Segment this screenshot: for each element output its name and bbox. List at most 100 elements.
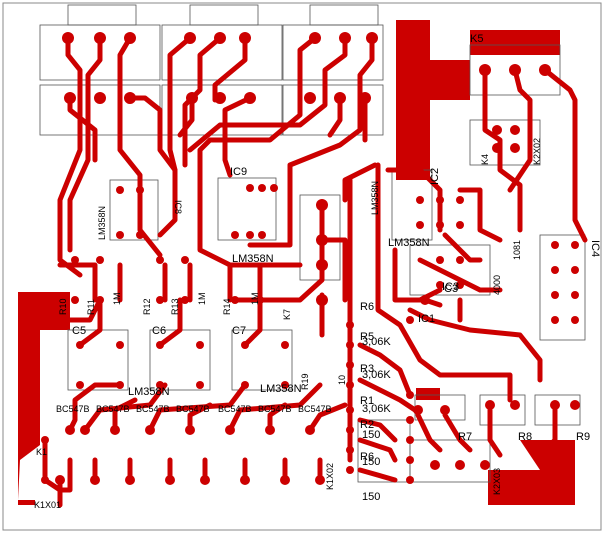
pad xyxy=(479,64,491,76)
trace-61 xyxy=(357,437,398,463)
pad xyxy=(346,406,354,414)
label-k1x02: K1X02 xyxy=(325,463,335,490)
trace-27 xyxy=(67,382,123,433)
pad xyxy=(406,436,414,444)
pad xyxy=(181,296,189,304)
label-10: 10 xyxy=(337,375,347,385)
pad xyxy=(270,184,278,192)
ic4-outline xyxy=(539,234,586,341)
label-bc547b-3: BC547B xyxy=(136,404,170,414)
label-306k-2: 3,06K xyxy=(362,369,391,381)
label-r6: R6 xyxy=(360,301,374,313)
pad xyxy=(346,381,354,389)
pad xyxy=(359,92,371,104)
label-lm358n-bot2: LM358N xyxy=(260,383,302,395)
pad xyxy=(571,241,579,249)
pad xyxy=(416,196,424,204)
pad xyxy=(485,400,495,410)
pad xyxy=(571,291,579,299)
trace-8 xyxy=(187,35,348,153)
label-ic9: IC9 xyxy=(230,166,247,178)
pad xyxy=(246,184,254,192)
pad xyxy=(184,32,196,44)
pad xyxy=(510,400,520,410)
label-k1: K1 xyxy=(36,447,47,457)
pad xyxy=(96,256,104,264)
trace-2 xyxy=(67,35,103,253)
ic8-outline xyxy=(109,179,159,241)
pad xyxy=(316,259,328,271)
pad xyxy=(420,295,430,305)
pad xyxy=(551,241,559,249)
label-ic2: IC2 xyxy=(429,168,441,185)
pad xyxy=(156,256,164,264)
pad xyxy=(492,143,502,153)
pads xyxy=(41,32,580,485)
pad xyxy=(265,425,275,435)
pad xyxy=(510,125,520,135)
pad xyxy=(510,143,520,153)
trace-64 xyxy=(442,412,473,453)
k4-k2x02-outline xyxy=(469,119,541,166)
label-c3: C3 xyxy=(444,283,458,295)
trace-52 xyxy=(507,67,533,193)
pad xyxy=(440,405,450,415)
label-r3: R3 xyxy=(360,363,374,375)
pad xyxy=(200,475,210,485)
pad xyxy=(231,296,239,304)
pad xyxy=(186,92,198,104)
trace-60 xyxy=(357,417,398,443)
pad xyxy=(65,425,75,435)
pad xyxy=(456,281,464,289)
pad xyxy=(346,426,354,434)
pad xyxy=(244,92,256,104)
trace-13 xyxy=(327,95,343,138)
trace-66 xyxy=(537,402,558,458)
trace-47 xyxy=(375,162,513,403)
trace-30 xyxy=(147,382,248,433)
pad xyxy=(165,475,175,485)
trace-56 xyxy=(407,307,543,383)
pad xyxy=(214,32,226,44)
trace-9 xyxy=(247,35,375,248)
pad xyxy=(304,92,316,104)
label-bc547b-6: BC547B xyxy=(258,404,292,414)
pad xyxy=(62,32,74,44)
pad xyxy=(339,32,351,44)
label-k5: K5 xyxy=(470,33,483,45)
copper-pad-block xyxy=(416,388,440,400)
pad xyxy=(492,125,502,135)
copper-traces xyxy=(37,35,588,508)
label-r13: R13 xyxy=(170,298,180,315)
label-306k-3: 3,06K xyxy=(362,403,391,415)
pad xyxy=(94,32,106,44)
pad xyxy=(456,196,464,204)
pad xyxy=(231,231,239,239)
pad xyxy=(256,296,264,304)
pad xyxy=(64,92,76,104)
pad xyxy=(455,460,465,470)
pad xyxy=(551,316,559,324)
pad xyxy=(258,184,266,192)
trace-54 xyxy=(442,232,483,263)
label-lm358n-bot: LM358N xyxy=(128,386,170,398)
label-r12: R12 xyxy=(142,298,152,315)
pad xyxy=(305,425,315,435)
trace-59 xyxy=(357,377,418,413)
pad xyxy=(436,221,444,229)
trace-22 xyxy=(77,297,103,348)
label-c5: C5 xyxy=(72,325,86,337)
pad xyxy=(436,196,444,204)
pad xyxy=(316,199,328,211)
pad xyxy=(346,321,354,329)
label-k2x03: K2X03 xyxy=(492,468,502,495)
trace-62 xyxy=(357,467,398,483)
trace-68 xyxy=(342,162,378,203)
trace-48 xyxy=(385,167,443,233)
k2x03-outline xyxy=(409,439,491,483)
pad xyxy=(571,316,579,324)
pad xyxy=(239,32,251,44)
pad xyxy=(156,296,164,304)
